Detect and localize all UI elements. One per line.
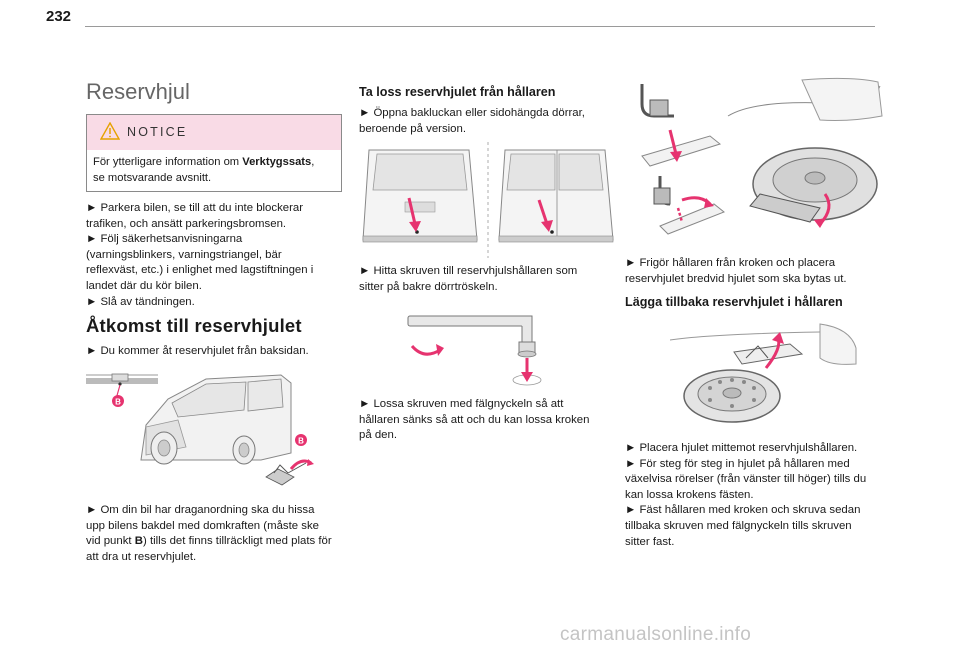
point-b-ref: B: [134, 535, 143, 548]
step-line-part: vid punkt: [86, 535, 135, 548]
step-line: reservhjulet bredvid hjulet som ska byta…: [625, 272, 847, 285]
access-title: Åtkomst till reservhjulet: [86, 315, 302, 336]
step-line: ► Slå av tändningen.: [86, 295, 195, 308]
remove-step-2: ► Hitta skruven till reservhjulshållaren…: [359, 264, 617, 295]
step-line: landet där du kör bilen.: [86, 279, 202, 292]
point-b-label: B: [298, 437, 304, 446]
point-b-marker: [295, 434, 307, 446]
step-line: sitter på bakre dörrtröskeln.: [359, 280, 498, 293]
remove-title: Ta loss reservhjulet från hållaren: [359, 85, 556, 99]
access-section: Åtkomst till reservhjulet: [86, 315, 356, 336]
point-b-marker: [112, 395, 124, 407]
header-rule: [85, 26, 875, 27]
step-line: hållaren sänks så att och du kan lossa k…: [359, 413, 590, 426]
step-line: ► Du kommer åt reservhjulet från baksida…: [86, 345, 309, 357]
step-line: ► Hitta skruven till reservhjulshållaren…: [359, 265, 578, 277]
step-line: ► Om din bil har draganordning ska du hi…: [86, 504, 315, 516]
step-line: på den.: [359, 429, 398, 442]
step-line: tillbaka skruven med fälgnyckeln tills s…: [625, 519, 852, 532]
notice-text-part: se motsvarande avsnitt.: [93, 171, 212, 184]
step-line: ► Frigör hållaren från kroken och placer…: [625, 257, 836, 269]
notice-text-bold: Verktygssats: [242, 156, 312, 168]
step-line: ► Följ säkerhetsanvisningarna: [86, 233, 243, 246]
step-line: ► Öppna bakluckan eller sidohängda dörra…: [359, 107, 585, 119]
notice-text-part: För ytterligare information om: [93, 156, 243, 168]
release-step: ► Frigör hållaren från kroken och placer…: [625, 256, 887, 287]
watermark: carmanualsonline.info: [560, 624, 752, 645]
step-line: upp bilens bakdel med domkraften (måste …: [86, 519, 319, 532]
notice-text: För ytterligare information om Verktygss…: [93, 155, 338, 186]
wheel-wrench-illustration: [407, 315, 542, 386]
van-jack-illustration: B B: [86, 373, 314, 486]
step-line: kan lossa krokens fästen.: [625, 488, 754, 501]
point-b-label: B: [115, 398, 121, 407]
column-1: Reservhjul: [86, 79, 346, 104]
preparation-steps: ► Parkera bilen, se till att du inte blo…: [86, 201, 348, 310]
notice-box: NOTICE För ytterligare information om Ve…: [86, 114, 342, 192]
refit-wheel-illustration: [670, 323, 857, 423]
step-line: ► Fäst hållaren med kroken och skruva se…: [625, 504, 861, 517]
rear-doors-illustration: [362, 142, 614, 258]
notice-header: [87, 115, 341, 150]
step-line: ► Lossa skruven med fälgnyckeln så att: [359, 398, 564, 410]
notice-label: NOTICE: [127, 125, 188, 139]
refit-steps: ► Placera hjulet mittemot reservhjulshål…: [625, 441, 890, 550]
step-line: vid punkt B) tills det finns tillräcklig…: [86, 534, 348, 550]
step-line: (varningsblinkers, varningstriangel, bär: [86, 248, 282, 261]
section-title: Reservhjul: [86, 79, 190, 104]
step-line-part: ) tills det finns tillräckligt med plats…: [143, 535, 332, 548]
notice-text-part: ,: [311, 156, 315, 168]
step-line: växelvisa rörelser (från vänster till hö…: [625, 473, 867, 486]
step-line: reflexväst, etc.) i enlighet med lagstif…: [86, 264, 314, 277]
warning-icon: [100, 122, 120, 140]
refit-section: Lägga tillbaka reservhjulet i hållaren: [625, 295, 887, 311]
step-line: sitter fast.: [625, 535, 675, 548]
step-line: beroende på version.: [359, 122, 467, 135]
hook-release-illustration: [640, 77, 883, 235]
step-line: ► För steg för steg in hjulet på hållare…: [625, 457, 850, 470]
column-2: Ta loss reservhjulet från hållaren: [359, 85, 619, 101]
remove-step-1: ► Öppna bakluckan eller sidohängda dörra…: [359, 106, 617, 137]
remove-step-3: ► Lossa skruven med fälgnyckeln så att h…: [359, 397, 617, 444]
step-line: ► Parkera bilen, se till att du inte blo…: [86, 202, 304, 214]
refit-title: Lägga tillbaka reservhjulet i hållaren: [625, 295, 843, 309]
step-line: trafiken, och ansätt parkeringsbromsen.: [86, 217, 287, 230]
step-line: att dra ut reservhjulet.: [86, 550, 197, 563]
jack-instructions: ► Om din bil har draganordning ska du hi…: [86, 503, 348, 565]
access-step: ► Du kommer åt reservhjulet från baksida…: [86, 344, 348, 360]
step-line: ► Placera hjulet mittemot reservhjulshål…: [625, 442, 858, 454]
page-number: 232: [46, 8, 72, 25]
